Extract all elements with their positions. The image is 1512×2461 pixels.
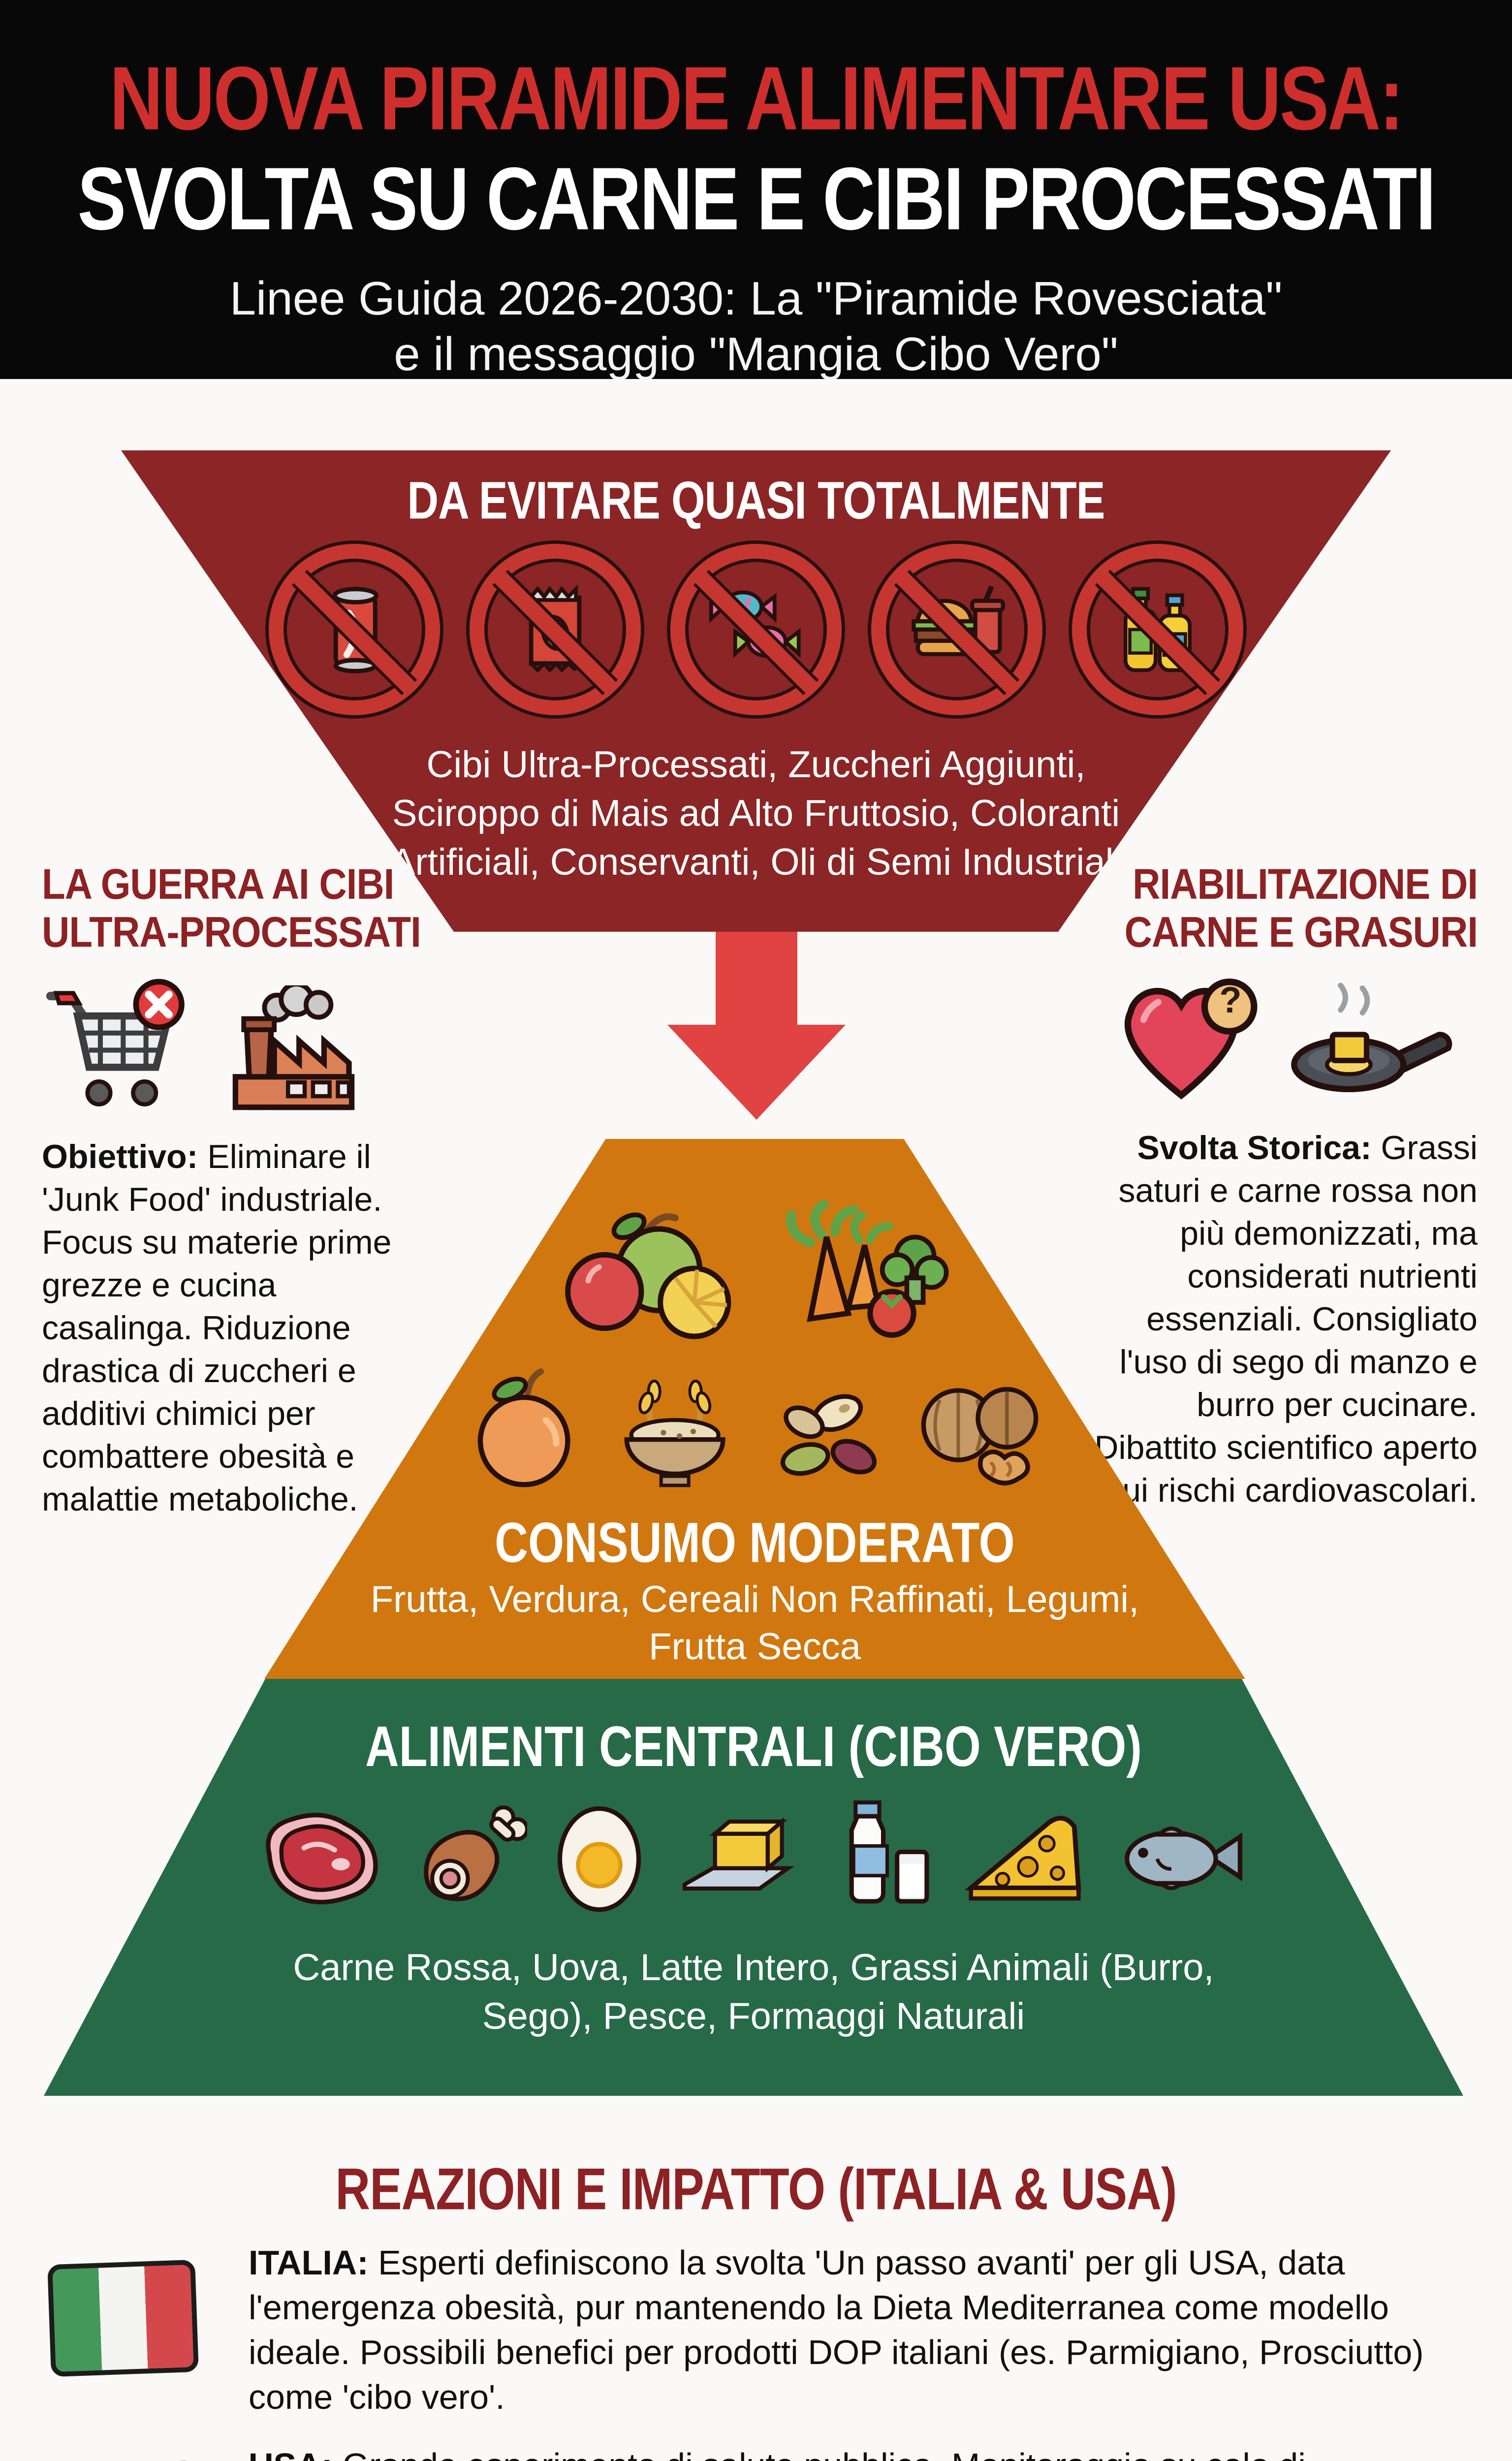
no-fastfood-icon: [871, 544, 1042, 715]
avoid-section-description: Cibi Ultra-Processati, Zuccheri Aggiunti…: [390, 744, 1122, 883]
down-arrow-head: [667, 1025, 846, 1120]
core-section-description: Carne Rossa, Uova, Latte Intero, Grassi …: [293, 1947, 1214, 2037]
page-subtitle-line2: e il messaggio "Mangia Cibo Vero": [394, 328, 1118, 381]
butter-icon: [670, 1805, 802, 1909]
right-column-body: Svolta Storica: Grassi saturi e carne ro…: [1089, 1127, 1478, 1512]
italy-flag-icon: [47, 2259, 199, 2377]
peach-icon: [464, 1364, 586, 1492]
moderate-icons-row1: [264, 1199, 1245, 1343]
ham-leg-icon: [416, 1801, 527, 1912]
core-section-title: ALIMENTI CENTRALI (CIBO VERO): [365, 1715, 1142, 1779]
left-column-body: Obiettivo: Eliminare il 'Junk Food' indu…: [42, 1136, 426, 1521]
core-icons-row: [44, 1798, 1463, 1915]
core-section: ALIMENTI CENTRALI (CIBO VERO): [44, 1679, 1463, 2096]
banned-items-row: [121, 544, 1391, 715]
beans-icon: [766, 1383, 887, 1492]
shopping-cart-x-icon: [42, 976, 185, 1113]
reactions-title: REAZIONI E IMPATTO (ITALIA & USA): [335, 2155, 1177, 2222]
boiled-egg-icon: [551, 1800, 647, 1914]
factory-icon: [216, 985, 371, 1113]
italy-reaction: ITALIA: Esperti definiscono la svolta 'U…: [249, 2240, 1479, 2420]
italy-reaction-lead: ITALIA:: [249, 2243, 369, 2282]
heart-question-icon: ?: [1111, 976, 1263, 1104]
walnuts-icon: [910, 1374, 1046, 1492]
no-candy-icon: [670, 544, 842, 715]
right-column-icons: ?: [1089, 976, 1478, 1104]
italy-reaction-text: Esperti definiscono la svolta 'Un passo …: [249, 2243, 1424, 2416]
no-chips-icon: [470, 544, 641, 715]
steak-icon: [255, 1801, 393, 1913]
grain-bowl-icon: [608, 1375, 744, 1492]
page-title-line2: SVOLTA SU CARNE E CIBI PROCESSATI: [77, 149, 1436, 249]
right-column-meat-rehab: RIABILITAZIONE DI CARNE E GRASURI ?: [1089, 860, 1478, 1512]
fish-icon: [1113, 1808, 1252, 1905]
right-column-lead: Svolta Storica:: [1137, 1129, 1372, 1167]
moderate-section-title: CONSUMO MODERATO: [495, 1511, 1015, 1574]
avoid-section-title: DA EVITARE QUASI TOTALMENTE: [407, 470, 1105, 530]
left-column-heading: LA GUERRA AI CIBI ULTRA-PROCESSATI: [42, 859, 421, 956]
avoid-section: DA EVITARE QUASI TOTALMENTE: [121, 450, 1391, 932]
usa-reaction-lead: USA:: [249, 2446, 333, 2461]
page-subtitle-line1: Linee Guida 2026-2030: La "Piramide Rove…: [229, 272, 1283, 325]
right-column-text: Grassi saturi e carne rossa non più demo…: [1094, 1129, 1478, 1509]
milk-icon: [826, 1798, 937, 1915]
down-arrow-icon: [716, 932, 797, 1025]
left-column-text: Eliminare il 'Junk Food' industriale. Fo…: [42, 1137, 392, 1518]
no-soda-icon: [269, 544, 440, 715]
apples-citrus-icon: [558, 1199, 735, 1343]
carrots-broccoli-tomato-icon: [775, 1199, 952, 1343]
usa-reaction: USA: Grande esperimento di salute pubbli…: [249, 2443, 1479, 2461]
cheese-icon: [960, 1801, 1089, 1912]
left-column-icons: [42, 976, 426, 1113]
header: NUOVA PIRAMIDE ALIMENTARE USA: SVOLTA SU…: [0, 0, 1512, 382]
moderate-icons-row2: [264, 1364, 1245, 1492]
frying-pan-butter-icon: [1283, 980, 1455, 1100]
page-title-line1: NUOVA PIRAMIDE ALIMENTARE USA:: [109, 47, 1404, 149]
right-column-heading: RIABILITAZIONE DI CARNE E GRASURI: [1124, 859, 1478, 956]
question-mark: ?: [1219, 979, 1242, 1020]
moderate-section-description: Frutta, Verdura, Cereali Non Raffinati, …: [370, 1578, 1139, 1668]
usa-reaction-text: Grande esperimento di salute pubblica. M…: [249, 2446, 1474, 2461]
no-seed-oils-icon: [1072, 544, 1243, 715]
left-column-war-on-processed: LA GUERRA AI CIBI ULTRA-PROCESSATI: [42, 860, 426, 1521]
left-column-lead: Obiettivo:: [42, 1137, 198, 1175]
page-subtitle: Linee Guida 2026-2030: La "Piramide Rove…: [0, 232, 1512, 382]
